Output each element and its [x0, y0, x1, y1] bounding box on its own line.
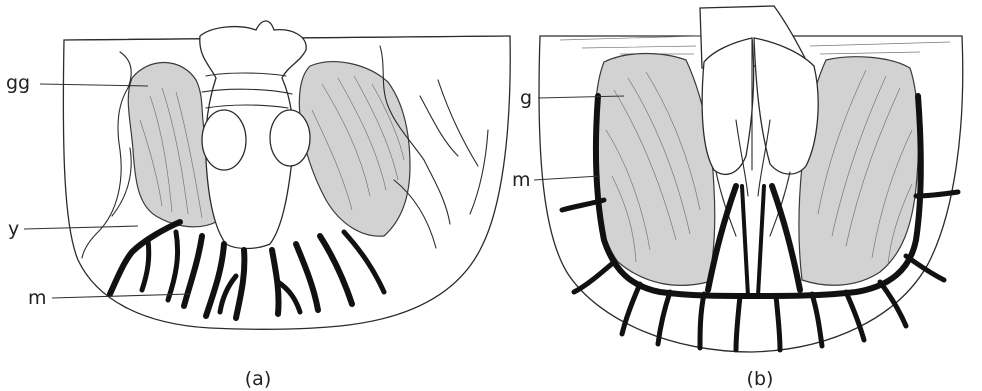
label-g: g	[520, 87, 532, 109]
panel-b-brachiophore-left	[702, 38, 753, 174]
label-gg: gg	[6, 72, 30, 94]
panel-a: gg y m (a)	[6, 21, 510, 390]
caption-a: (a)	[245, 368, 271, 390]
caption-b: (b)	[747, 368, 774, 390]
panel-a-muscle-scar-left	[202, 110, 246, 170]
panel-b: g m (b)	[512, 6, 963, 390]
label-m-b: m	[512, 169, 531, 191]
panel-b-gonad-left	[594, 54, 715, 286]
label-m-a: m	[28, 287, 47, 309]
label-y: y	[8, 218, 19, 240]
panel-a-muscle-scar-right	[270, 110, 310, 166]
